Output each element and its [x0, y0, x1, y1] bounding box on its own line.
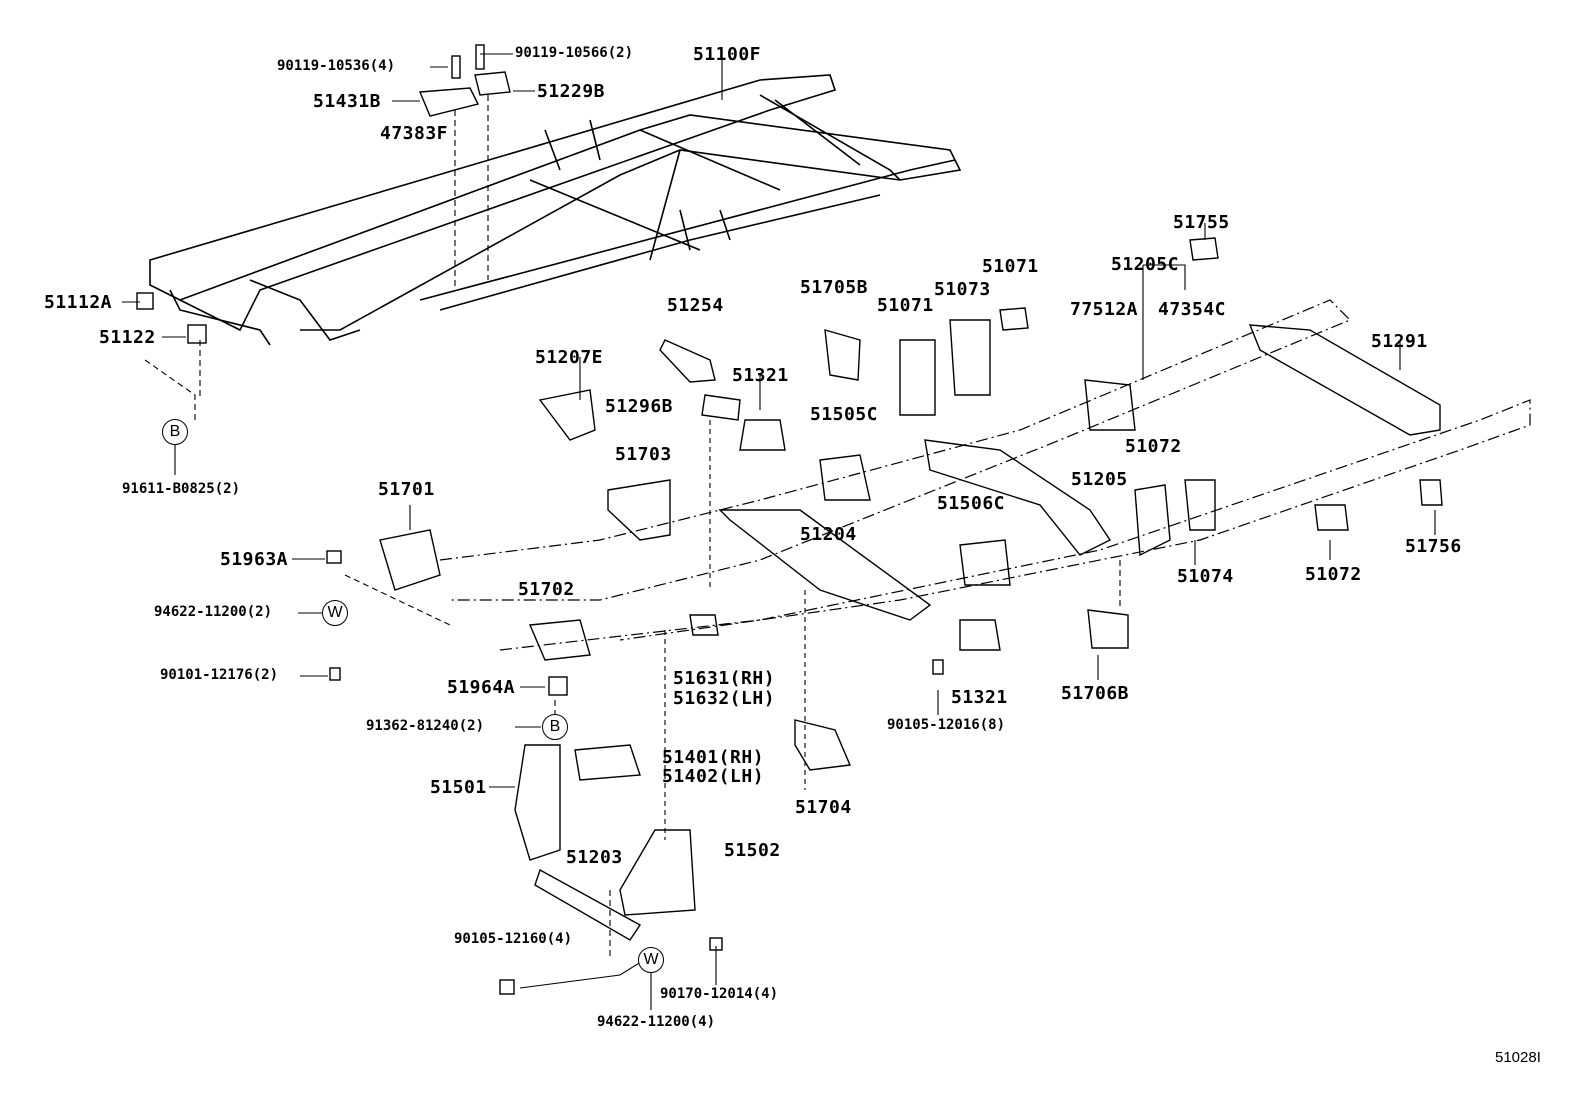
part-number-label: 47383F	[380, 123, 449, 144]
part-number-label: 51071	[982, 256, 1039, 277]
part-number-label: 51205C	[1111, 254, 1180, 275]
part-number-label: 51203	[566, 847, 623, 868]
part-number-label: 47354C	[1158, 299, 1227, 320]
part-number-label: 51506C	[937, 493, 1006, 514]
part-number-label: 90101-12176(2)	[160, 667, 279, 683]
parts-shapes	[136, 44, 1443, 995]
part-number-label: 94622-11200(2)	[154, 604, 273, 620]
part-number-label: 91362-81240(2)	[366, 718, 485, 734]
part-number-label: 90105-12160(4)	[454, 931, 573, 947]
part-number-label: 51072	[1305, 564, 1362, 585]
reference-circle-b: B	[542, 714, 568, 740]
part-number-label: 51321	[732, 365, 789, 386]
part-number-label: 51964A	[447, 677, 516, 698]
part-number-label: 51071	[877, 295, 934, 316]
part-number-label: 51701	[378, 479, 435, 500]
reference-circle-w: W	[638, 947, 664, 973]
lower-frame-outline	[439, 299, 1531, 651]
part-number-label: 51072	[1125, 436, 1182, 457]
part-number-label: 51502	[724, 840, 781, 861]
part-number-label: 51755	[1173, 212, 1230, 233]
part-number-label: 90119-10536(4)	[277, 58, 396, 74]
part-number-label: 51702	[518, 579, 575, 600]
part-number-label: 51122	[99, 327, 156, 348]
part-number-label: 51074	[1177, 566, 1234, 587]
part-number-label: 51254	[667, 295, 724, 316]
part-number-label: 51705B	[800, 277, 869, 298]
assembled-frame-drawing	[149, 74, 962, 346]
leader-lines	[122, 53, 1436, 1010]
part-number-label: 51291	[1371, 331, 1428, 352]
part-number-label: 51631(RH)	[673, 668, 776, 689]
part-number-label: 51112A	[44, 292, 113, 313]
part-number-label: 51204	[800, 524, 857, 545]
part-number-label: 51321	[951, 687, 1008, 708]
part-number-label: 51756	[1405, 536, 1462, 557]
part-number-label: 51505C	[810, 404, 879, 425]
part-number-label: 51704	[795, 797, 852, 818]
reference-circle-b: B	[162, 419, 188, 445]
part-number-label: 51205	[1071, 469, 1128, 490]
part-number-label: 51207E	[535, 347, 604, 368]
part-number-label: 51632(LH)	[673, 688, 776, 709]
part-number-label: 77512A	[1070, 299, 1139, 320]
part-number-label: 51401(RH)	[662, 747, 765, 768]
part-number-label: 51963A	[220, 549, 289, 570]
part-number-label: 91611-B0825(2)	[122, 481, 241, 497]
part-number-label: 90170-12014(4)	[660, 986, 779, 1002]
part-number-label: 51402(LH)	[662, 766, 765, 787]
part-number-label: 94622-11200(4)	[597, 1014, 716, 1030]
part-number-label: 90105-12016(8)	[887, 717, 1006, 733]
part-number-label: 90119-10566(2)	[515, 45, 634, 61]
diagram-reference-number: 51028I	[1495, 1049, 1541, 1066]
reference-circle-w: W	[322, 600, 348, 626]
part-number-label: 51296B	[605, 396, 674, 417]
part-number-label: 51501	[430, 777, 487, 798]
part-number-label: 51073	[934, 279, 991, 300]
part-number-label: 51431B	[313, 91, 382, 112]
part-number-label: 51706B	[1061, 683, 1130, 704]
part-number-label: 51229B	[537, 81, 606, 102]
part-number-label: 51703	[615, 444, 672, 465]
part-number-label: 51100F	[693, 44, 762, 65]
